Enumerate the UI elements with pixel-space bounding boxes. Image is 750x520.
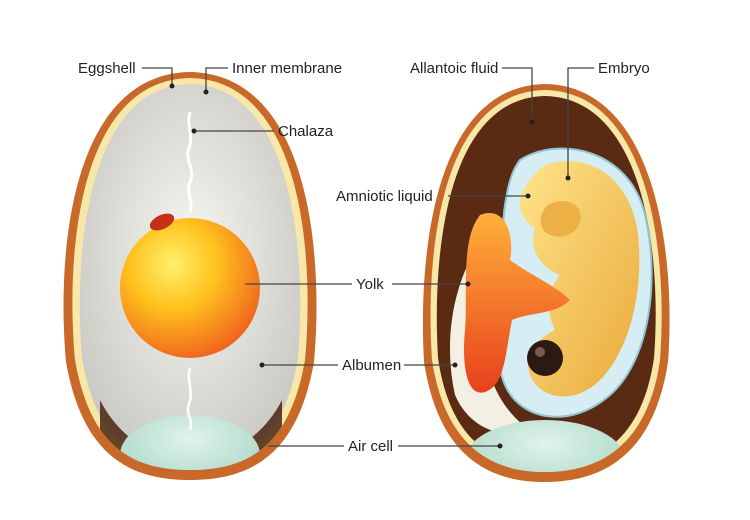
svg-text:Inner membrane: Inner membrane (232, 60, 342, 77)
label-albumen: Albumen (259, 357, 458, 374)
left-air-cell (120, 415, 260, 470)
svg-text:Eggshell: Eggshell (78, 60, 136, 77)
label-amniotic-liquid: Amniotic liquid (336, 188, 531, 205)
left-yolk (120, 218, 260, 358)
left-egg (63, 72, 317, 480)
label-air-cell: Air cell (268, 438, 503, 455)
germinal-disc (149, 213, 175, 231)
chalaza-top (186, 111, 194, 213)
svg-text:Amniotic liquid: Amniotic liquid (336, 188, 433, 205)
chalaza-bottom (186, 367, 193, 431)
svg-text:Allantoic fluid: Allantoic fluid (410, 60, 498, 77)
label-eggshell: Eggshell (78, 60, 175, 89)
embryo-eye (527, 340, 563, 376)
svg-text:Yolk: Yolk (356, 276, 384, 293)
right-egg (422, 84, 670, 482)
embryo-eye-highlight (535, 347, 545, 357)
svg-text:Albumen: Albumen (342, 357, 401, 374)
label-chalaza: Chalaza (191, 123, 334, 140)
label-embryo: Embryo (565, 60, 650, 181)
embryo-limb (540, 201, 581, 237)
svg-text:Chalaza: Chalaza (278, 123, 334, 140)
svg-text:Air cell: Air cell (348, 438, 393, 455)
label-yolk: Yolk (245, 276, 471, 293)
svg-text:Embryo: Embryo (598, 60, 650, 77)
yolk-sac (464, 213, 570, 393)
right-air-cell (465, 420, 625, 472)
label-inner-membrane: Inner membrane (203, 60, 342, 95)
label-allantoic-fluid: Allantoic fluid (410, 60, 535, 125)
